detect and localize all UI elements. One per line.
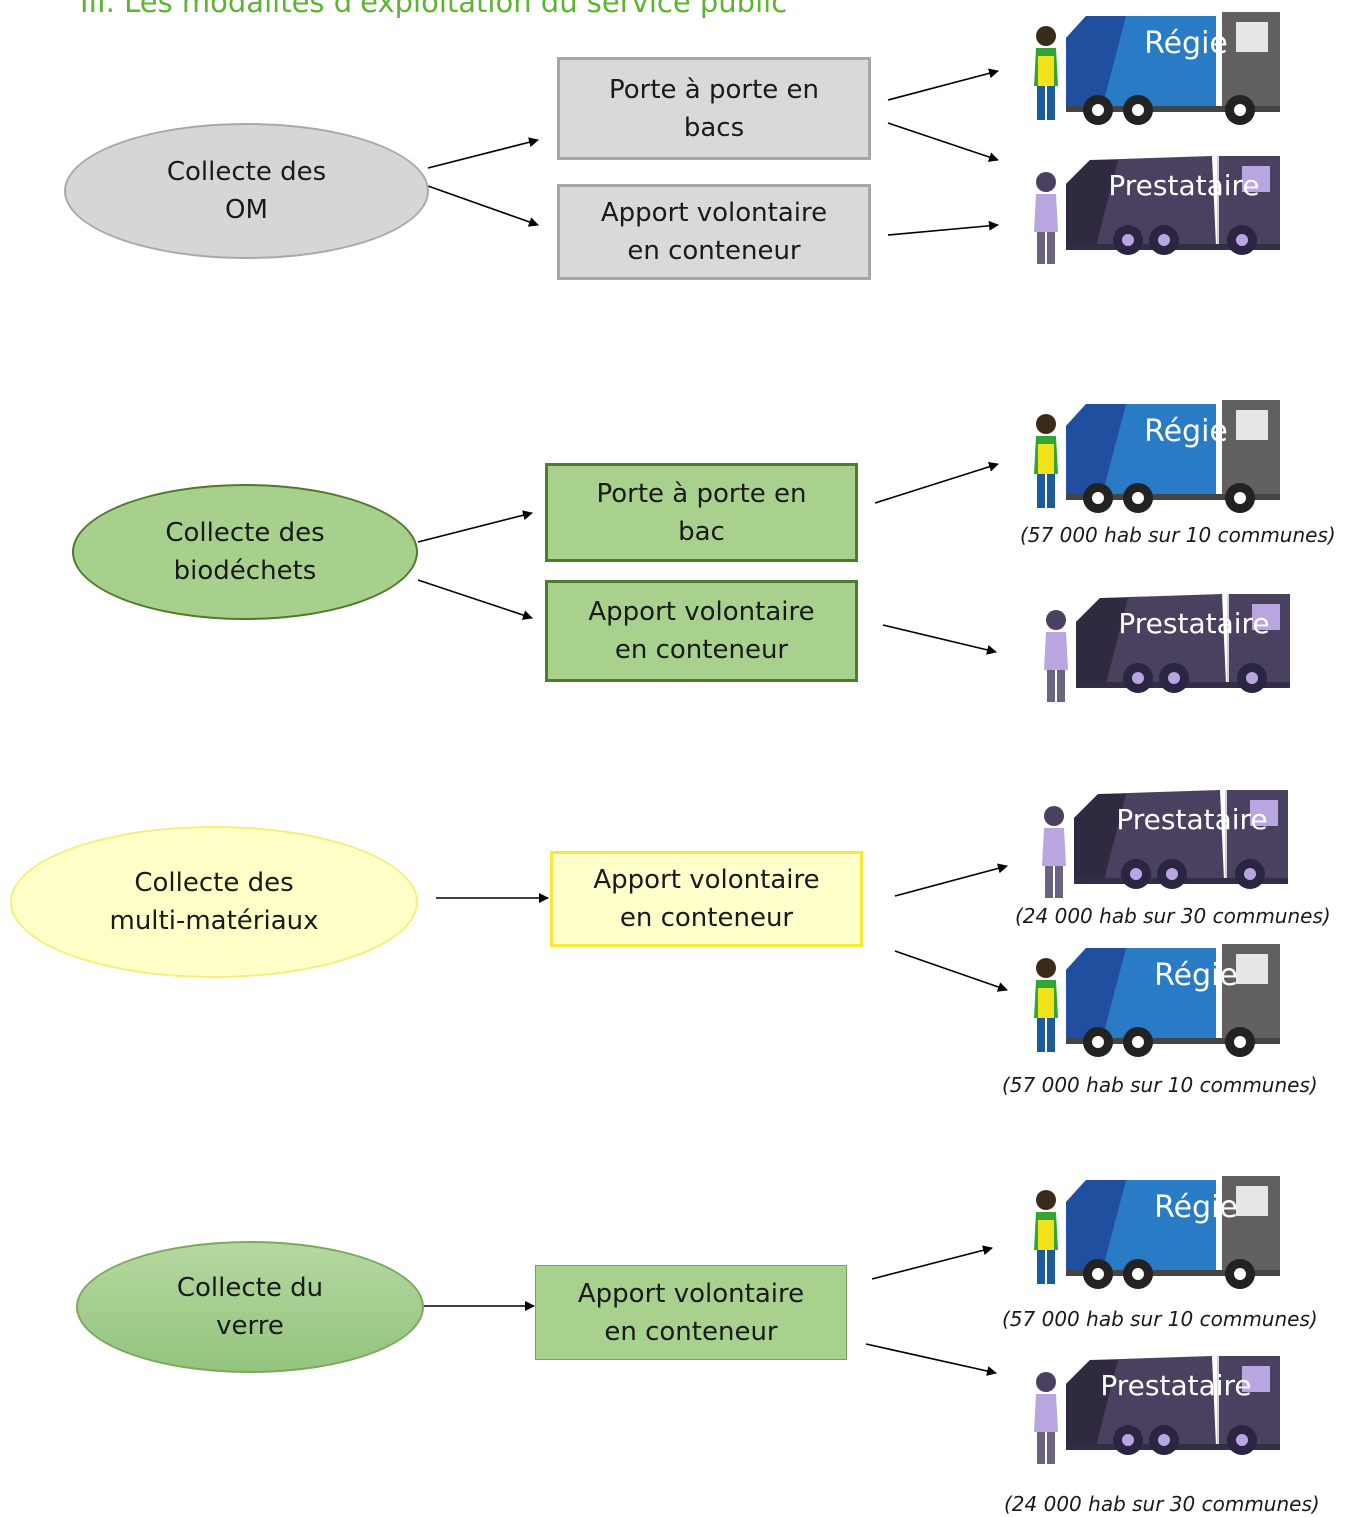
regie-truck-icon: Régie [1026,8,1286,128]
arrow-om-to-av [427,185,539,227]
arrow-av-to-prestataire [887,220,999,236]
arrow-pap-to-regie [887,68,999,101]
arrow-pap-to-regie-2 [874,461,999,504]
mode-label-line2: en conteneur [614,635,789,665]
operator-label: Régie [1144,26,1228,61]
arrow-bio-to-pap [417,510,533,543]
regie-truck-graphic [1034,944,1280,1057]
operator-label: Régie [1154,958,1238,993]
operator-note: (57 000 hab sur 10 communes) [1020,523,1336,547]
mode-box-porte-a-porte: Porte à porte en bac [545,463,858,562]
mode-label-line2: en conteneur [619,903,794,933]
source-label-line1: Collecte du [176,1273,324,1303]
mode-label-line1: Apport volontaire [588,597,815,627]
mode-box-apport-volontaire: Apport volontaire en conteneur [545,580,858,682]
regie-truck-icon: Régie [1026,1172,1286,1292]
prestataire-truck-graphic [1042,790,1288,898]
source-label-line2: biodéchets [173,556,317,586]
arrow-av-to-regie-4 [871,1245,993,1280]
mode-label-line1: Porte à porte en [596,478,807,509]
mode-label-line1: Apport volontaire [577,1278,805,1309]
mode-box-apport-volontaire: Apport volontaire en conteneur [535,1265,847,1360]
operator-note: (24 000 hab sur 30 communes) [1015,904,1331,928]
page-title: III. Les modalités d'exploitation du ser… [80,0,788,18]
prestataire-truck-graphic [1044,594,1290,702]
regie-truck-graphic [1034,1176,1280,1289]
operator-note: (24 000 hab sur 30 communes) [1004,1492,1320,1516]
source-label-line2: OM [225,195,268,225]
regie-truck-graphic [1034,400,1280,513]
operator-label: Prestataire [1108,169,1260,202]
prestataire-truck-icon: Prestataire [1026,1350,1286,1470]
arrow-av-to-prestataire-4 [865,1343,997,1376]
source-ellipse-biodechets: Collecte des biodéchets [72,484,418,620]
operator-note: (57 000 hab sur 10 communes) [1002,1073,1318,1097]
mode-label-line2: bac [678,516,725,547]
source-ellipse-multi-materiaux: Collecte des multi-matériaux [10,826,418,978]
operator-label: Régie [1144,414,1228,449]
mode-label-line2: en conteneur [627,236,801,266]
source-label-line2: verre [216,1311,284,1341]
mode-box-porte-a-porte: Porte à porte en bacs [557,57,871,160]
arrow-av-to-prestataire-3 [894,863,1008,897]
source-label-line2: multi-matériaux [109,906,319,936]
regie-truck-graphic [1034,12,1280,125]
mode-label-line2: en conteneur [604,1316,778,1347]
arrow-av-to-prestataire-2 [882,624,997,655]
source-label-line1: Collecte des [166,157,327,187]
operator-label: Prestataire [1116,803,1268,836]
regie-truck-icon: Régie [1026,396,1286,516]
arrow-om-to-pap [427,137,539,169]
mode-box-apport-volontaire: Apport volontaire en conteneur [557,184,871,280]
prestataire-truck-icon: Prestataire [1034,784,1294,904]
mode-box-apport-volontaire: Apport volontaire en conteneur [550,851,863,947]
regie-truck-icon: Régie [1026,940,1286,1060]
operator-note: (57 000 hab sur 10 communes) [1002,1307,1318,1331]
mode-label-line1: Porte à porte en [608,74,820,105]
prestataire-truck-graphic [1034,156,1280,264]
source-ellipse-verre: Collecte du verre [76,1241,424,1373]
operator-label: Prestataire [1118,607,1270,640]
prestataire-truck-graphic [1034,1356,1280,1464]
source-label-line1: Collecte des [134,868,294,898]
mode-label-line2: bacs [683,112,745,143]
operator-label: Prestataire [1100,1369,1252,1402]
source-label-line1: Collecte des [165,518,325,548]
mode-label-line1: Apport volontaire [593,865,820,895]
prestataire-truck-icon: Prestataire [1036,588,1296,708]
operator-label: Régie [1154,1190,1238,1225]
arrow-av-to-regie-3 [894,950,1008,992]
source-ellipse-om: Collecte des OM [64,123,429,259]
prestataire-truck-icon: Prestataire [1026,150,1286,270]
mode-label-line1: Apport volontaire [600,198,828,228]
arrow-pap-to-prestataire [887,122,999,162]
arrow-bio-to-av [417,579,533,620]
